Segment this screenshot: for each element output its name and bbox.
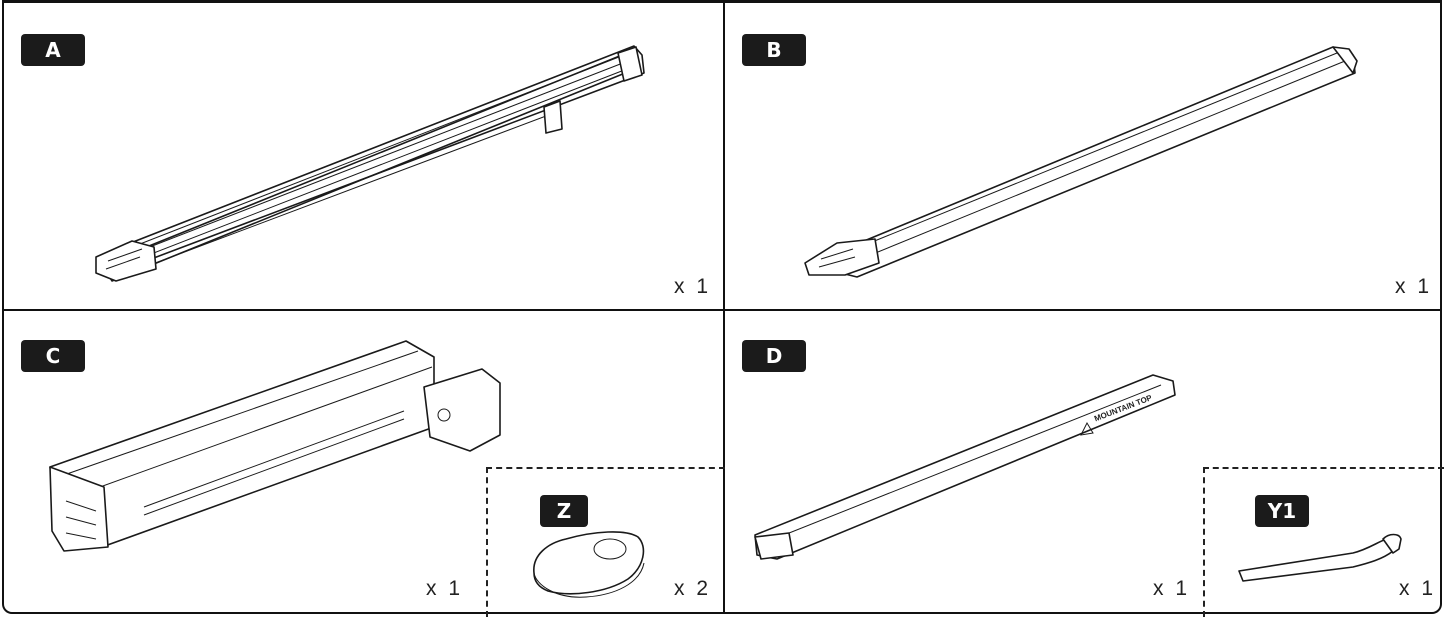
subpart-box-z: Z x 2	[486, 467, 725, 617]
quantity-c: x 1	[426, 577, 464, 600]
remote-control-icon	[533, 531, 645, 598]
panel-a: A x 1	[4, 3, 723, 309]
quantity-a: x 1	[674, 275, 712, 298]
part-badge-z: Z	[540, 495, 588, 527]
panel-d: D MOUNTAIN TOP x 1 Y1 x 1	[725, 311, 1444, 617]
panel-c: C x 1 Z x 2	[4, 311, 725, 617]
cover-bar-d-illustration	[754, 374, 1176, 560]
panel-b: B x 1	[725, 3, 1442, 309]
quantity-d: x 1	[1153, 577, 1191, 600]
horizontal-divider	[4, 309, 1440, 311]
part-badge-d: D	[742, 340, 806, 372]
part-badge-a: A	[21, 34, 85, 66]
roller-housing-c-illustration	[49, 340, 501, 552]
quantity-b: x 1	[1395, 275, 1433, 298]
vertical-divider	[723, 3, 725, 612]
quantity-y1: x 1	[1399, 577, 1437, 600]
awning-rail-a-illustration	[95, 45, 645, 282]
awning-rail-b-illustration	[804, 46, 1358, 278]
part-badge-b: B	[742, 34, 806, 66]
part-badge-y1: Y1	[1255, 495, 1309, 527]
key-tool-icon	[1238, 533, 1402, 582]
subpart-box-y1: Y1 x 1	[1203, 467, 1444, 617]
quantity-z: x 2	[674, 577, 712, 600]
part-badge-c: C	[21, 340, 85, 372]
